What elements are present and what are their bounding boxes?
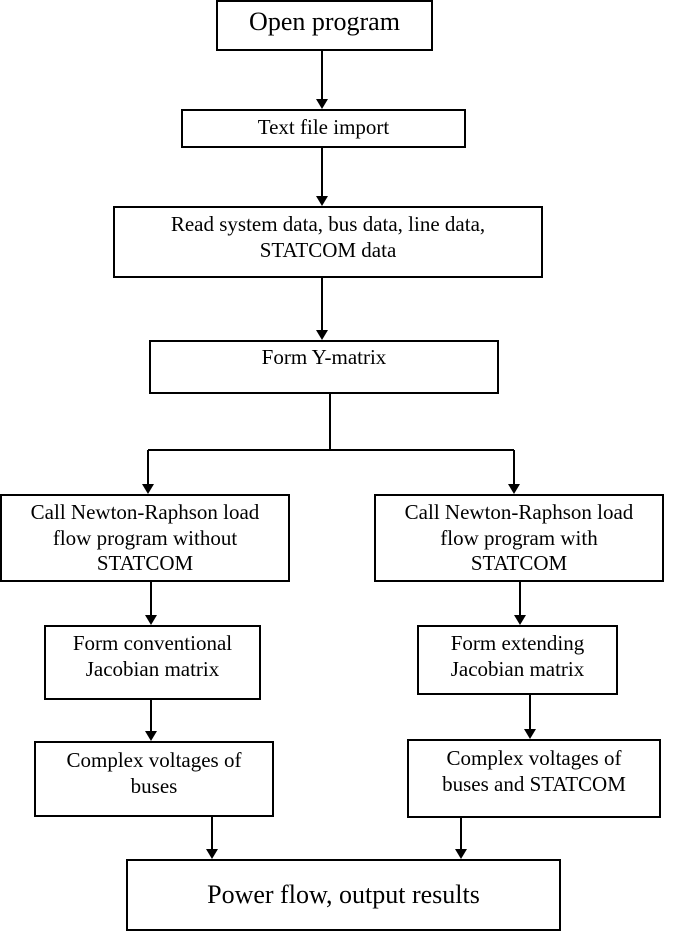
voltages-buses-line-2: buses	[130, 773, 178, 798]
text-file-import-box: Text file import	[181, 109, 466, 148]
nr-with-line-1: Call Newton-Raphson load	[404, 500, 634, 524]
conventional-jacobian-line-1: Form conventional	[72, 631, 233, 655]
read-data-line-2: STATCOM data	[259, 237, 397, 262]
extending-jacobian-line-1: Form extending	[450, 631, 585, 655]
text-file-import-label: Text file import	[257, 115, 390, 139]
power-flow-label: Power flow, output results	[207, 880, 480, 910]
nr-with-line-3: STATCOM	[470, 551, 568, 576]
nr-without-line-1: Call Newton-Raphson load	[30, 500, 260, 524]
nr-with-line-2: flow program with	[440, 525, 598, 550]
voltages-statcom-line-2: buses and STATCOM	[442, 771, 626, 796]
voltages-statcom-line-1: Complex voltages of	[446, 746, 622, 770]
nr-without-statcom-box: Call Newton-Raphson load flow program wi…	[0, 494, 290, 582]
voltages-buses-line-1: Complex voltages of	[66, 748, 242, 772]
extending-jacobian-box: Form extending Jacobian matrix	[417, 625, 618, 695]
voltages-buses-box: Complex voltages of buses	[34, 741, 274, 817]
open-program-box: Open program	[216, 0, 433, 51]
form-y-matrix-box: Form Y-matrix	[149, 340, 499, 394]
voltages-buses-statcom-box: Complex voltages of buses and STATCOM	[407, 739, 661, 818]
read-data-line-1: Read system data, bus data, line data,	[170, 212, 486, 236]
conventional-jacobian-box: Form conventional Jacobian matrix	[44, 625, 261, 700]
conventional-jacobian-line-2: Jacobian matrix	[85, 656, 220, 681]
read-data-box: Read system data, bus data, line data, S…	[113, 206, 543, 278]
extending-jacobian-line-2: Jacobian matrix	[450, 656, 585, 681]
nr-without-line-3: STATCOM	[96, 551, 194, 576]
form-y-matrix-label: Form Y-matrix	[261, 345, 387, 369]
power-flow-output-box: Power flow, output results	[126, 859, 561, 931]
nr-without-line-2: flow program without	[52, 525, 238, 550]
open-program-label: Open program	[249, 7, 400, 36]
nr-with-statcom-box: Call Newton-Raphson load flow program wi…	[374, 494, 664, 582]
